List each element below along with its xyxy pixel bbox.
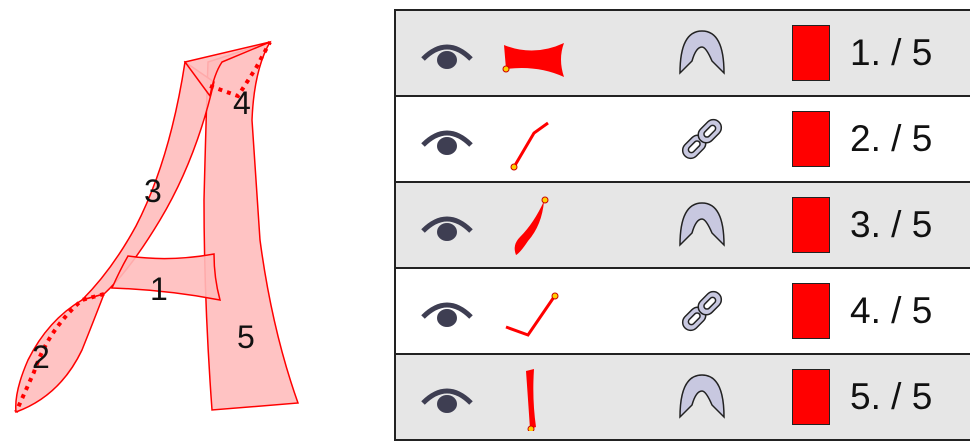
stroke-row-4[interactable]: 4. / 5 xyxy=(396,269,970,355)
stroke-number-3: 3 xyxy=(144,173,162,209)
arch-icon[interactable] xyxy=(674,27,730,79)
stroke-list: 1. / 5 2. / 5 xyxy=(394,9,970,441)
stroke-number-4: 4 xyxy=(233,85,251,121)
link-icon[interactable] xyxy=(674,285,730,337)
arch-icon[interactable] xyxy=(674,199,730,251)
color-swatch[interactable] xyxy=(792,111,830,167)
eye-icon[interactable] xyxy=(420,33,474,73)
stroke-number-1: 1 xyxy=(150,271,168,307)
stroke-thumbnail-4 xyxy=(494,277,574,345)
stroke-order-label: 4. / 5 xyxy=(850,269,932,353)
arch-icon[interactable] xyxy=(674,371,730,423)
color-swatch[interactable] xyxy=(792,369,830,425)
stroke-row-3[interactable]: 3. / 5 xyxy=(396,183,970,269)
stroke-row-2[interactable]: 2. / 5 xyxy=(396,97,970,183)
eye-icon[interactable] xyxy=(420,291,474,331)
stroke-order-label: 3. / 5 xyxy=(850,183,932,267)
stroke-order-label: 5. / 5 xyxy=(850,355,932,439)
stroke-number-5: 5 xyxy=(237,319,255,355)
eye-icon[interactable] xyxy=(420,205,474,245)
stroke-row-1[interactable]: 1. / 5 xyxy=(396,11,970,97)
stroke-number-2: 2 xyxy=(32,339,50,375)
color-swatch[interactable] xyxy=(792,25,830,81)
stroke-thumbnail-5 xyxy=(494,363,574,431)
color-swatch[interactable] xyxy=(792,197,830,253)
eye-icon[interactable] xyxy=(420,377,474,417)
color-swatch[interactable] xyxy=(792,283,830,339)
stroke-order-label: 2. / 5 xyxy=(850,97,932,181)
letter-a-figure: 1 2 3 4 5 xyxy=(0,0,390,434)
link-icon[interactable] xyxy=(674,113,730,165)
stroke-row-5[interactable]: 5. / 5 xyxy=(396,355,970,441)
stroke-thumbnail-1 xyxy=(494,19,574,87)
stroke-thumbnail-3 xyxy=(494,191,574,259)
stroke-2-shape[interactable] xyxy=(16,294,104,412)
eye-icon[interactable] xyxy=(420,119,474,159)
stroke-order-label: 1. / 5 xyxy=(850,11,932,95)
stroke-thumbnail-2 xyxy=(494,105,574,173)
